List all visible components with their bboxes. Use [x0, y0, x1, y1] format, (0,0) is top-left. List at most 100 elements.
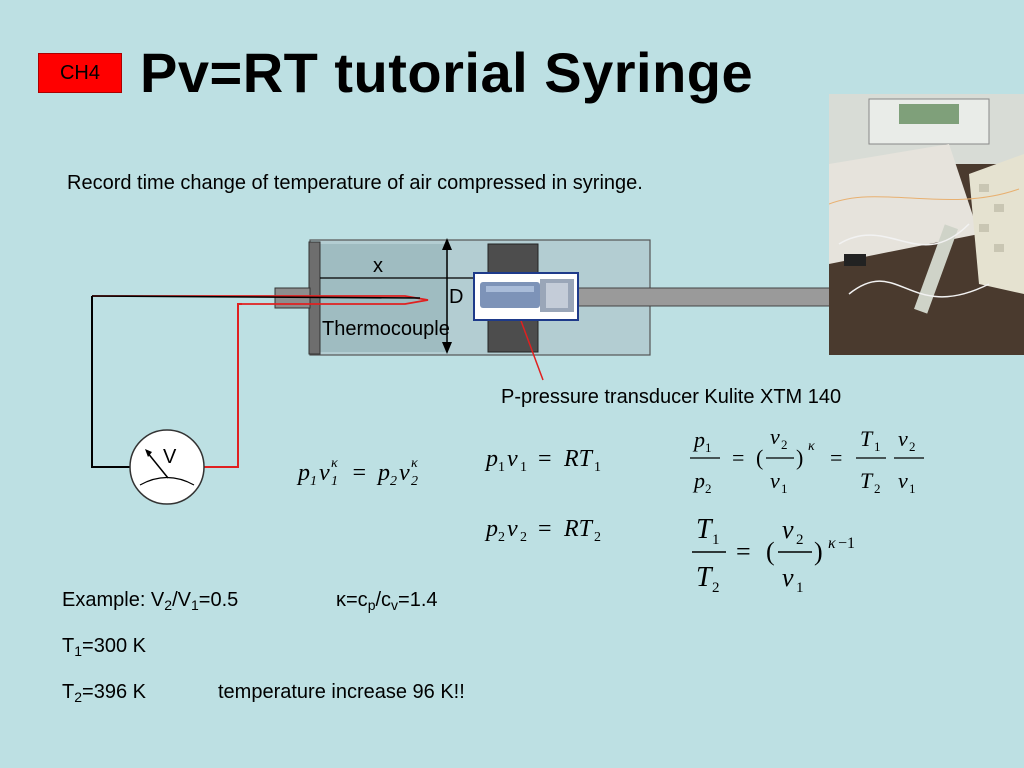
svg-text:1: 1	[594, 460, 601, 475]
svg-text:1: 1	[520, 460, 527, 475]
slide-title: Pv=RT tutorial Syringe	[140, 41, 754, 104]
wire-red	[203, 303, 242, 468]
equation-adiabatic: p 1 v 1 κ = p 2 v 2 κ	[296, 456, 418, 489]
svg-text:2: 2	[796, 532, 804, 548]
label-pressure-transducer: P-pressure transducer Kulite XTM 140	[501, 386, 842, 408]
piston-rod	[537, 287, 831, 307]
example-t2-sub: 2	[74, 689, 83, 705]
svg-text:2: 2	[498, 530, 505, 545]
svg-text:=: =	[830, 445, 842, 470]
svg-text:1: 1	[874, 439, 881, 454]
svg-text:(: (	[756, 445, 763, 470]
example-ratio-mid: /V	[172, 589, 191, 611]
svg-text:p: p	[296, 460, 310, 486]
example-kappa-prefix: κ=c	[336, 589, 368, 611]
equation-temperature: T 1 T 2 = ( v 2 v 1 ) κ −1	[692, 514, 855, 596]
svg-text:T: T	[860, 426, 874, 451]
svg-text:=: =	[736, 537, 751, 566]
svg-text:κ: κ	[828, 535, 836, 552]
svg-text:v: v	[898, 468, 908, 493]
example-t1: T1=300 K	[62, 635, 146, 658]
example-kappa-mid: /c	[375, 589, 392, 611]
svg-text:v: v	[770, 468, 780, 493]
example-t1-value: =300 K	[82, 635, 146, 657]
example-kappa-sub2: v	[391, 597, 399, 613]
svg-text:RT: RT	[563, 516, 594, 542]
svg-text:p: p	[484, 516, 498, 542]
example-ratio-sub2: 1	[190, 597, 199, 613]
slide-subtitle: Record time change of temperature of air…	[67, 172, 643, 194]
svg-text:T: T	[696, 562, 714, 593]
example-t2-value: =396 K	[82, 681, 146, 703]
svg-text:=: =	[732, 445, 744, 470]
svg-text:v: v	[319, 460, 330, 486]
svg-text:2: 2	[390, 474, 397, 489]
svg-text:1: 1	[909, 481, 916, 496]
svg-text:κ: κ	[808, 439, 815, 454]
svg-text:p: p	[692, 468, 705, 493]
svg-text:1: 1	[498, 460, 505, 475]
svg-text:(: (	[766, 537, 775, 566]
svg-text:2: 2	[594, 530, 601, 545]
svg-text:κ: κ	[411, 456, 418, 471]
equation-ratio: p 1 p 2 = ( v 2 v 1 ) κ = T 1 T 2 v 2 v …	[690, 424, 924, 496]
example-ratio: Example: V2/V1=0.5	[62, 589, 238, 612]
svg-text:2: 2	[411, 474, 418, 489]
equation-state-1: p 1 v 1 = RT 1	[484, 446, 601, 475]
svg-text:RT: RT	[563, 446, 594, 472]
voltmeter-icon	[129, 429, 205, 505]
svg-text:=: =	[538, 446, 552, 472]
svg-text:p: p	[484, 446, 498, 472]
svg-text:2: 2	[874, 481, 881, 496]
svg-text:1: 1	[712, 532, 720, 548]
svg-text:2: 2	[909, 439, 916, 454]
example-t1-prefix: T	[62, 635, 75, 657]
svg-text:v: v	[507, 516, 518, 542]
example-kappa-value: =1.4	[398, 589, 438, 611]
svg-text:v: v	[507, 446, 518, 472]
svg-text:1: 1	[331, 474, 338, 489]
svg-text:1: 1	[781, 481, 788, 496]
example-kappa: κ=cp/cv=1.4	[336, 589, 438, 612]
label-d: D	[449, 286, 464, 308]
svg-text:κ: κ	[331, 456, 338, 471]
label-x: x	[373, 255, 383, 277]
svg-text:−1: −1	[838, 535, 855, 552]
diameter-arrow-head-bottom	[442, 342, 452, 354]
wire-black	[91, 296, 130, 468]
thermocouple-black-lead	[91, 295, 421, 299]
svg-text:1: 1	[705, 440, 712, 455]
svg-text:2: 2	[781, 437, 788, 452]
svg-text:v: v	[898, 426, 908, 451]
pressure-transducer-photo	[473, 272, 579, 321]
chapter-badge: CH4	[38, 53, 122, 93]
example-t2: T2=396 K	[62, 681, 146, 704]
svg-text:p: p	[376, 460, 390, 486]
svg-text:v: v	[782, 515, 794, 544]
svg-text:): )	[796, 445, 803, 470]
svg-text:): )	[814, 537, 823, 566]
svg-text:=: =	[538, 516, 552, 542]
svg-text:2: 2	[712, 580, 720, 596]
label-thermocouple: Thermocouple	[322, 318, 450, 340]
svg-text:2: 2	[520, 530, 527, 545]
svg-text:T: T	[696, 514, 714, 545]
svg-text:1: 1	[310, 474, 317, 489]
example-ratio-value: =0.5	[198, 589, 239, 611]
lab-setup-photo	[829, 94, 1024, 355]
example-t1-sub: 1	[74, 643, 83, 659]
example-ratio-prefix: Example: V	[62, 589, 165, 611]
svg-text:p: p	[692, 427, 705, 452]
example-temperature-note: temperature increase 96 K!!	[218, 681, 465, 703]
svg-text:v: v	[399, 460, 410, 486]
svg-text:v: v	[782, 563, 794, 592]
svg-text:1: 1	[796, 580, 804, 596]
svg-text:T: T	[860, 468, 874, 493]
voltmeter-label: V	[163, 446, 177, 468]
svg-text:2: 2	[705, 481, 712, 496]
example-ratio-sub1: 2	[164, 597, 173, 613]
diameter-arrow-head-top	[442, 238, 452, 250]
example-t2-prefix: T	[62, 681, 75, 703]
equation-state-2: p 2 v 2 = RT 2	[484, 516, 601, 545]
